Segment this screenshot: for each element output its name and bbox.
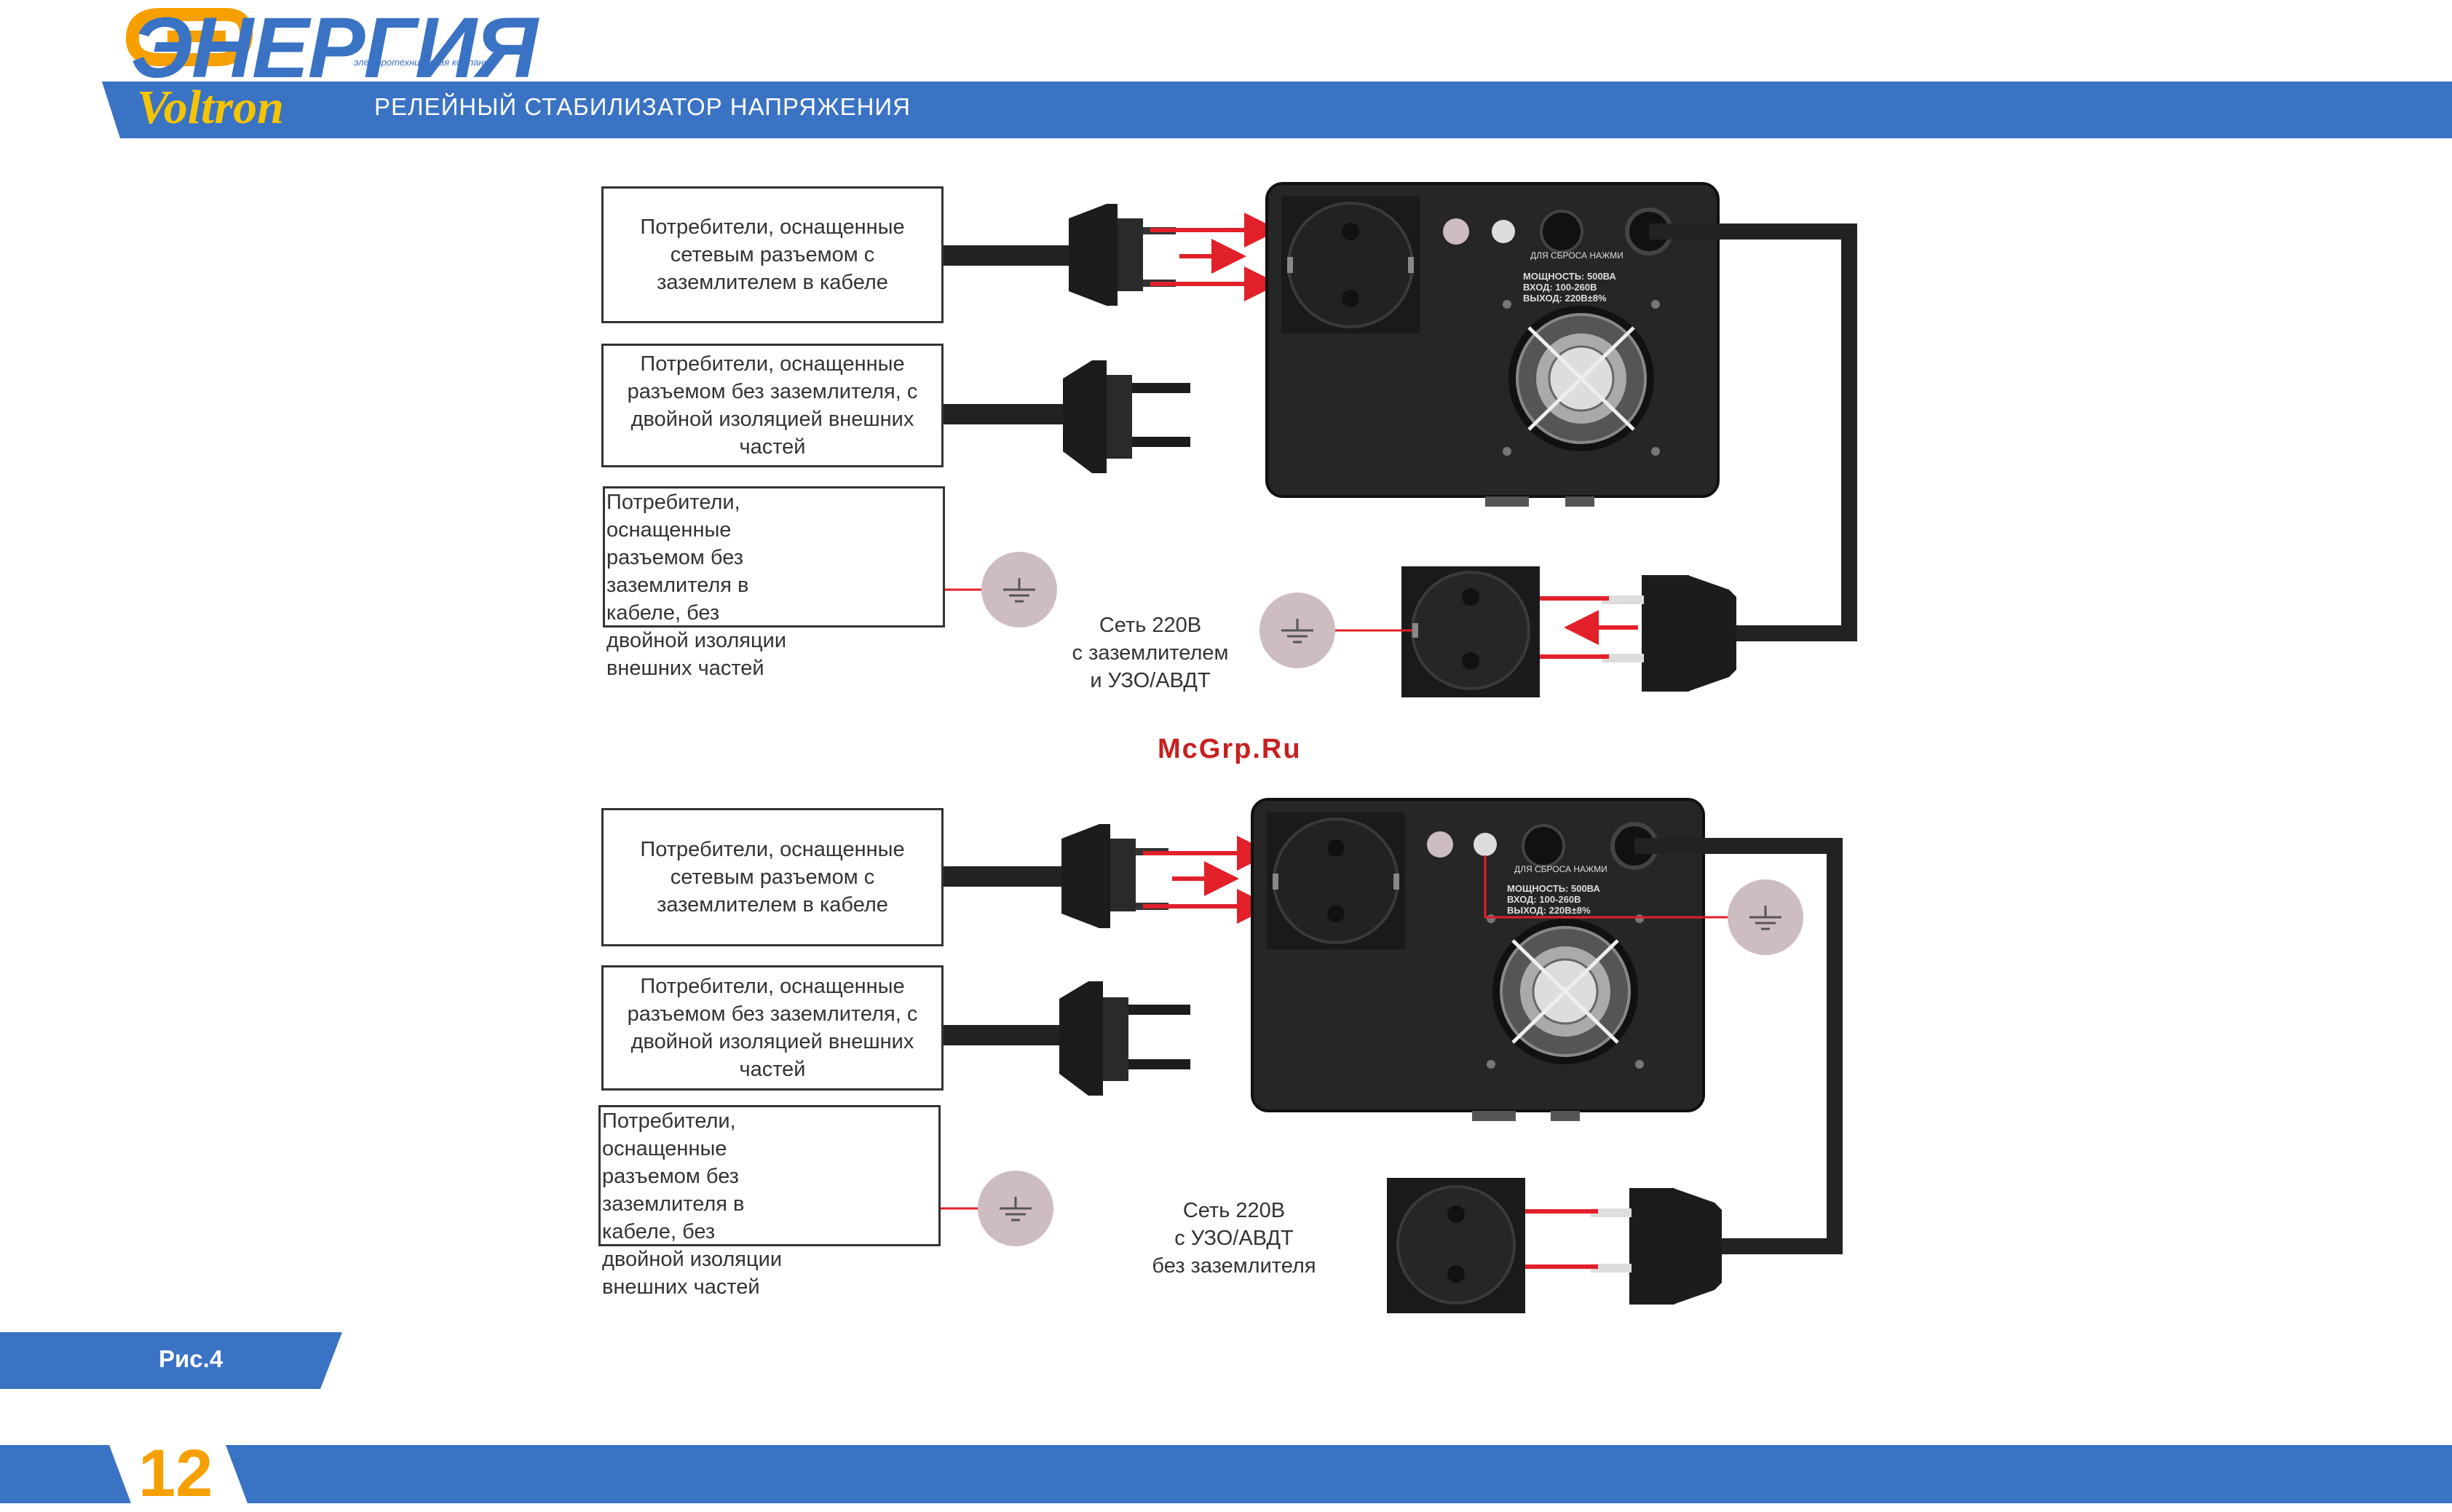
header-bar: [102, 82, 2452, 138]
mains-caption-bottom: Сеть 220В с УЗО/АВДТ без заземлителя: [1152, 1199, 1316, 1278]
consumer-box-double-insulated: Потребители, оснащенные разъемом без заз…: [601, 344, 944, 467]
mains-socket-bottom: [1387, 1178, 1525, 1313]
device-label-line-3: ВЫХОД: 220В±8%: [1523, 293, 1607, 304]
logo-mark-icon: [125, 8, 253, 66]
mains-socket-top: [1401, 566, 1540, 697]
mains-caption-top: Сеть 220В с заземлителем и УЗО/АВДТ: [1072, 614, 1229, 692]
ground-wire-bottom: [1484, 855, 1733, 919]
figure-label: Рис.4: [159, 1345, 224, 1372]
input-cable-top: [1649, 223, 1857, 641]
reset-label: ДЛЯ СБРОСА НАЖМИ: [1530, 250, 1624, 261]
cable-ungrounded-plug: [943, 404, 1067, 424]
device-label-line-2: ВХОД: 100-260В: [1523, 282, 1597, 293]
page-number: 12: [138, 1436, 213, 1511]
grounded-plug-icon: [1069, 204, 1176, 306]
page-title: РЕЛЕЙНЫЙ СТАБИЛИЗАТОР НАПРЯЖЕНИЯ: [374, 93, 911, 120]
fan-icon: [1503, 300, 1660, 456]
stabilizer-device-top: МОЩНОСТЬ: 500ВА ВХОД: 100-260В ВЫХОД: 22…: [1265, 182, 1720, 507]
consumer-box-ungrounded-bottom: Потребители, оснащенные разъемом без заз…: [598, 1105, 941, 1299]
footer-bar: [0, 1445, 2452, 1503]
figure-tab: [0, 1332, 342, 1389]
cable-grounded-plug: [943, 245, 1070, 266]
grounded-plug-bottom-icon: [1061, 824, 1168, 928]
watermark: McGrp.Ru: [1158, 734, 1302, 764]
mains-plug-bottom-icon: [1591, 1188, 1722, 1305]
device-label-line-1: МОЩНОСТЬ: 500ВА: [1523, 271, 1616, 282]
device-label-bottom-3: ВЫХОД: 220В±8%: [1507, 905, 1591, 916]
fan-bottom-icon: [1487, 914, 1644, 1069]
device-label-bottom-1: МОЩНОСТЬ: 500ВА: [1507, 883, 1600, 894]
logo-subtitle: электротехническая компания: [354, 57, 494, 68]
mains-plug-top-icon: [1602, 575, 1736, 692]
brand-logo: Voltron: [137, 81, 284, 134]
consumer-box-grounded: Потребители, оснащенные сетевым разъемом…: [601, 186, 944, 323]
reset-label-bottom: ДЛЯ СБРОСА НАЖМИ: [1514, 864, 1607, 874]
consumer-box-grounded-bottom: Потребители, оснащенные сетевым разъемом…: [601, 808, 944, 946]
ungrounded-plug-icon: [1063, 360, 1190, 473]
consumer-box-double-insulated-bottom: Потребители, оснащенные разъемом без заз…: [601, 965, 944, 1091]
logo-text: ЭНЕРГИЯ: [131, 0, 538, 96]
device-label-bottom-2: ВХОД: 100-260В: [1507, 894, 1581, 905]
ungrounded-plug-bottom-icon: [1059, 981, 1190, 1096]
consumer-box-ungrounded: Потребители, оснащенные разъемом без заз…: [603, 486, 945, 680]
stabilizer-device-bottom: МОЩНОСТЬ: 500ВА ВХОД: 100-260В ВЫХОД: 22…: [1251, 798, 1705, 1121]
